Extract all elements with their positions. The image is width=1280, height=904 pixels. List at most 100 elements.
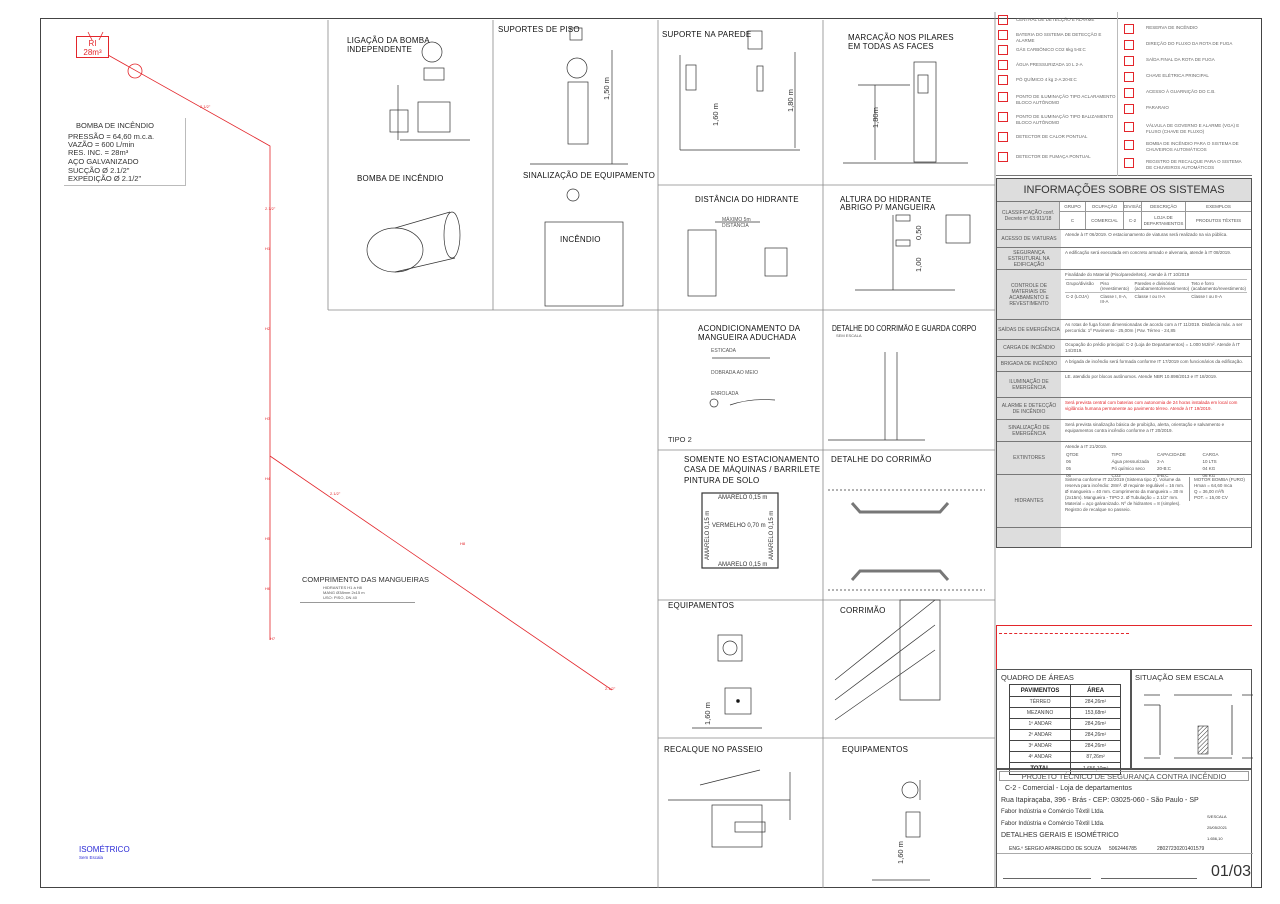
pump-data-line: Hman = 64,60 mca [1194,483,1233,488]
panel-title-sinalizacao: SINALIZAÇÃO DE EQUIPAMENTO [523,171,656,180]
areas-value: 284,26m² [1070,696,1121,708]
svg-text:2.1/2": 2.1/2" [330,491,341,496]
legend-item: ÁGUA PRESSURIZADA 10 L 2-A [1016,62,1083,67]
legend-symbol-icon [998,45,1008,55]
info-value: Ocupação do prédio principal: C-2 (Loja … [1061,340,1251,356]
note-line [999,633,1129,635]
hose-mode-label: DOBRADA AO MEIO [711,370,758,376]
hose-mode-label: ESTICADA [711,348,737,354]
classification-header: GRUPO [1060,202,1085,212]
classification-header: OCUPAÇÃO [1086,202,1123,212]
panel-title-detalhe-corrimao: DETALHE DO CORRIMÃO [831,455,932,464]
owner-value: Fabor Indústria e Comércio Têxtil Ltda. [1001,809,1105,815]
svg-text:H4: H4 [265,476,271,481]
classification-header: DESCRIÇÃO [1142,202,1185,212]
panel-title-acondicionamento: MANGUEIRA ADUCHADA [698,333,797,342]
title-block-divider [997,853,1253,854]
pump-spec-line: SUCÇÃO Ø 2.1/2" [68,166,130,175]
dimension-label: 1,50 m [602,77,611,100]
areas-value: 284,26m² [1070,718,1121,730]
dimension-label: 1,80 m [786,89,795,112]
systems-info-table: INFORMAÇÕES SOBRE OS SISTEMAS CLASSIFICA… [996,178,1252,548]
legend-item: PONTO DE ILUMINAÇÃO TIPO ACLARAMENTO BLO… [1016,94,1116,105]
info-grid-cell: Classe I, II-A, III-A [1099,292,1134,305]
reservoir-label: RI [88,39,97,48]
panel-title-equipamentos: EQUIPAMENTOS [668,601,735,610]
legend-symbol-icon [1124,122,1134,132]
pump-spec-line: AÇO GALVANIZADO [68,157,139,166]
svg-text:H7: H7 [270,636,276,641]
scale-note: SEM ESCALA [836,333,862,338]
info-value: Sistema conforme IT 22/2019 (Sistema tip… [1061,475,1251,527]
legend-item: PÓ QUÍMICO 4 kg 2-A:20-B:C [1016,77,1077,82]
svg-text:H1: H1 [265,246,271,251]
pump-spec-title: BOMBA DE INCÊNDIO [76,121,154,130]
info-value: LE. atendido por blocos autônomos. Atend… [1061,372,1251,397]
classification-header: EXEMPLOS [1186,202,1251,212]
legend-symbol-icon [998,75,1008,85]
hose-mode-label: ENROLADA [711,391,739,397]
info-text: Sistema conforme IT 22/2019 (Sistema tip… [1065,477,1185,512]
signature-line [1101,878,1197,879]
info-row-empty [997,527,1251,547]
areas-value: 284,26m² [1070,740,1121,752]
info-text: A edificação será executada em concreto … [1065,250,1232,255]
legend-symbol-icon [998,30,1008,40]
legend-item: PARARAIO [1146,105,1169,110]
svg-text:H5: H5 [265,536,271,541]
areas-floor: 2º ANDAR [1008,729,1072,741]
areas-header: PAVIMENTOS [1008,684,1072,697]
classification-value: LOJA DE DEPARTAMENTOS [1143,214,1184,226]
info-value: Finalidade do Material (Piso/parede/teto… [1061,270,1251,319]
info-text: As rotas de fuga foram dimensionadas de … [1065,322,1243,333]
areas-floor: 4º ANDAR [1008,751,1072,763]
info-label: ILUMINAÇÃO DE EMERGÊNCIA [997,372,1061,397]
title-block: PROJETO TÉCNICO DE SEGURANÇA CONTRA INCÊ… [996,769,1253,888]
legend-item: REGISTRO DE RECALQUE PARA O SISTEMA DE C… [1146,159,1242,170]
svg-text:2.1/2": 2.1/2" [265,206,276,211]
panel-title-marcacao: MARCAÇÃO NOS PILARES [848,33,954,42]
panel-title-corrimao-guarda: DETALHE DO CORRIMÃO E GUARDA CORPO [832,324,977,333]
legend-item: GÁS CARBÔNICO CO2 6kg 5-B:C [1016,47,1086,52]
panel-title-corrimao: CORRIMÃO [840,606,886,615]
info-text: LE. atendido por blocos autônomos. Atend… [1065,374,1218,379]
info-grid-cell: CO2 [1111,473,1121,478]
pump-symbol [127,63,143,79]
info-label: BRIGADA DE INCÊNDIO [997,357,1061,371]
pump-spec-line: RES. INC. = 28m³ [68,148,129,157]
classification-header: DIVISÃO [1124,202,1142,212]
tech-responsible-value: ENG.º SERGIO APARECIDO DE SOUZA [1009,846,1102,852]
info-value: Será prevista central com baterias com a… [1061,398,1251,419]
info-grid-cell: Paredes e divisórias (acabamento/revesti… [1133,279,1191,291]
info-text: Atende à IT 06/2019. O estacionamento de… [1065,232,1228,237]
floor-paint-label: AMARELO 0,15 m [718,495,768,501]
legend-item: BOMBA DE INCÊNDIO PARA O SISTEMA DE CHUV… [1146,141,1239,152]
pump-spec-box: BOMBA DE INCÊNDIO PRESSÃO = 64,60 m.c.a.… [64,118,186,186]
areas-floor: 1º ANDAR [1008,718,1072,730]
area-value: 1.656,10 [1207,836,1223,841]
hose-length-line: USO: PISO, DN 40 [323,595,358,600]
info-grid-cell: TIPO [1111,452,1123,457]
pump-spec-line: EXPEDIÇÃO Ø 2.1/2" [68,174,142,183]
pump-data-line: MOTOR BOMBA (FURO) [1194,477,1245,482]
info-label: ALARME E DETECÇÃO DE INCÊNDIO [997,398,1061,419]
sheet-number: 01/03 [1211,863,1252,880]
legend-item: DETECTOR DE CALOR PONTUAL [1016,134,1088,139]
legend-symbol-icon [998,92,1008,102]
info-grid-cell: 06 [1066,459,1072,464]
isometric-subtitle: Sem Escala [79,855,104,860]
reservoir-volume: 28m³ [83,48,102,57]
panel-title-recalque: RECALQUE NO PASSEIO [664,745,763,754]
note-frame [996,625,1252,669]
legend-item: DIREÇÃO DO FLUXO DA ROTA DE FUGA [1146,41,1233,46]
